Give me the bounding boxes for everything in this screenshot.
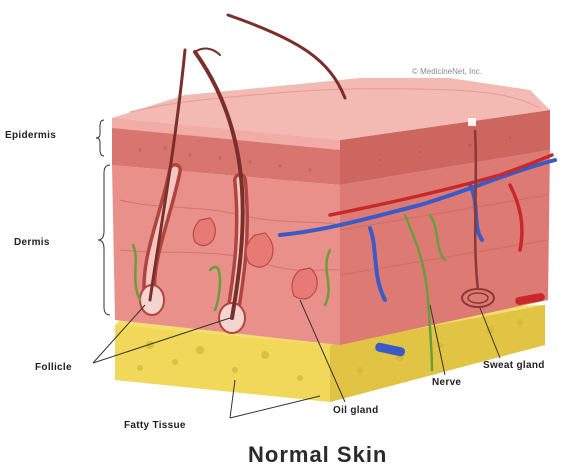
dermis-label: Dermis <box>14 237 50 248</box>
epidermis-brace <box>96 120 104 156</box>
dermis-brace <box>98 165 110 315</box>
sweat-gland-label: Sweat gland <box>483 360 545 371</box>
follicle-label: Follicle <box>35 362 72 373</box>
credit-text: © MedicineNet, Inc. <box>412 67 482 76</box>
diagram-title: Normal Skin <box>248 442 387 465</box>
nerve-label: Nerve <box>432 377 461 388</box>
fatty-tissue-leader-2 <box>230 396 320 418</box>
fatty-tissue-label: Fatty Tissue <box>124 420 186 431</box>
oil-gland-label: Oil gland <box>333 405 378 416</box>
epidermis-label: Epidermis <box>5 130 56 141</box>
